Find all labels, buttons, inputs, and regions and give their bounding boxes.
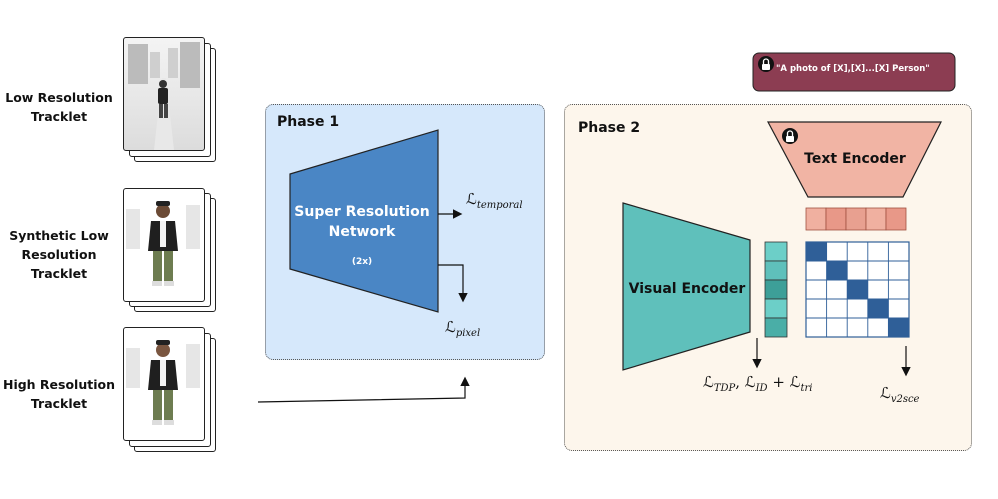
tracklet-card-front — [123, 327, 205, 441]
visual-encoder-shape — [622, 202, 751, 371]
tracklet-card-front — [123, 188, 205, 302]
phase2-title: Phase 2 — [578, 120, 641, 136]
sr-network-label: Super Resolution Network — [294, 204, 430, 240]
loss-tri-symbol: + ℒ — [767, 373, 801, 391]
synthetic-person-image — [126, 201, 200, 286]
prompt-box — [752, 52, 956, 92]
lock-icon — [758, 56, 774, 72]
visual-encoder-label: Visual Encoder — [628, 281, 746, 297]
prompt-text: "A photo of [X],[X]...[X] Person" — [776, 64, 930, 74]
loss-temporal: ℒtemporal — [466, 190, 523, 211]
super-resolution-network-shape — [289, 129, 439, 313]
phase1-title: Phase 1 — [277, 114, 340, 130]
low-res-person-image — [128, 42, 200, 150]
loss-tdp-symbol: ℒ — [703, 373, 714, 391]
text-feature-vector — [805, 207, 907, 231]
loss-main: ℒTDP, ℒID + ℒtri — [703, 373, 812, 394]
high-resolution-label: High Resolution Tracklet — [2, 377, 115, 411]
loss-tri-subscript: tri — [800, 383, 813, 394]
similarity-matrix — [805, 241, 910, 338]
loss-temporal-symbol: ℒ — [466, 190, 477, 208]
sr-scale-label: (2x) — [351, 257, 373, 267]
visual-feature-vector — [764, 241, 788, 338]
text-encoder-label: Text Encoder — [804, 151, 906, 167]
loss-v2sce-symbol: ℒ — [880, 384, 891, 402]
loss-pixel: ℒpixel — [445, 318, 480, 339]
loss-temporal-subscript: temporal — [476, 200, 523, 211]
loss-id-subscript: ID — [755, 383, 768, 394]
tracklet-card-front — [123, 37, 205, 151]
pixel-arrow — [438, 264, 468, 303]
synthetic-resolution-label: Synthetic Low Resolution Tracklet — [9, 228, 109, 281]
loss-v2sce-subscript: v2sce — [890, 394, 920, 405]
loss-pixel-subscript: pixel — [455, 328, 481, 339]
low-resolution-label: Low Resolution Tracklet — [5, 90, 113, 124]
loss-id-symbol: , ℒ — [735, 373, 756, 391]
text-encoder-shape — [767, 121, 942, 198]
text-encoder-lock-icon — [782, 128, 798, 144]
loss-pixel-symbol: ℒ — [445, 318, 456, 336]
high-res-arrow — [257, 376, 470, 403]
loss-v2sce: ℒv2sce — [880, 384, 919, 405]
loss-tdp-subscript: TDP — [713, 383, 736, 394]
high-res-person-image — [126, 340, 200, 425]
